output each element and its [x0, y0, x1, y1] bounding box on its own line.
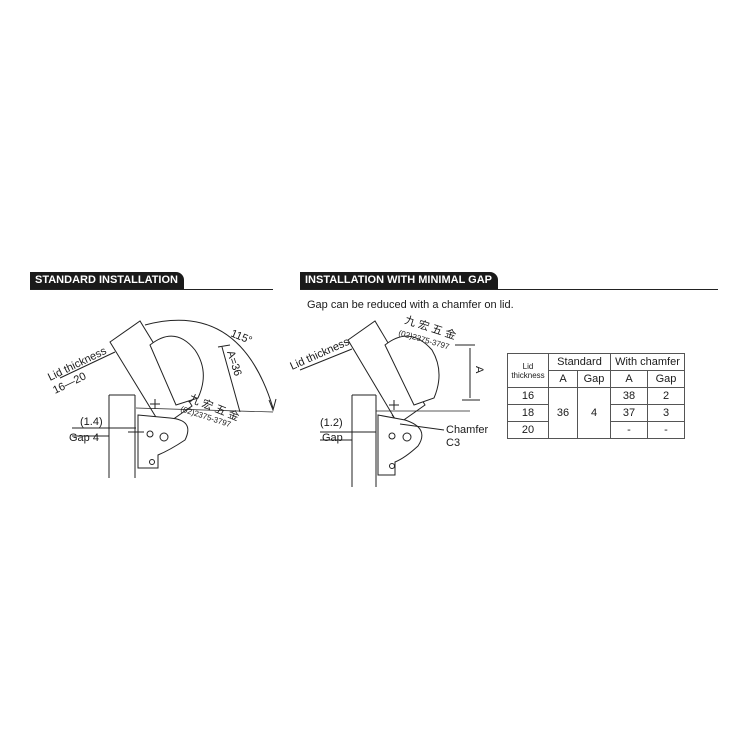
minimal-chamfer-label: Chamfer	[446, 424, 489, 436]
cell-standard-gap: 4	[577, 387, 611, 439]
standard-lid	[109, 320, 193, 428]
table-subheader-row: A Gap A Gap	[508, 370, 685, 388]
header-with-chamfer: With chamfer	[610, 353, 685, 371]
table-row: 16 36 4 38 2	[507, 387, 685, 439]
standard-offset-label: (1.4)	[80, 416, 103, 428]
cell-chamfer-gap: 3	[647, 404, 685, 422]
standard-screw-hole-2	[159, 432, 169, 442]
standard-drawing	[59, 319, 277, 478]
minimal-screw-hole-3	[389, 463, 395, 469]
cell-chamfer-a: 37	[610, 404, 648, 422]
standard-title: STANDARD INSTALLATION	[30, 272, 184, 289]
table-header-row: Lid thickness Standard With chamfer	[507, 353, 685, 388]
minimal-cabinet-wall	[351, 394, 377, 487]
minimal-hinge-cup	[384, 335, 440, 406]
minimal-hinge-bracket	[377, 414, 423, 476]
spec-table: Lid thickness Standard With chamfer A Ga…	[507, 353, 685, 439]
minimal-a-dimension	[455, 344, 480, 401]
standard-angle-label: 115°	[229, 328, 254, 347]
cell-standard-a: 36	[548, 387, 578, 439]
minimal-a-label: A	[473, 366, 485, 374]
minimal-chamfer-leader	[399, 423, 445, 431]
cell-chamfer-gap: -	[647, 421, 685, 439]
standard-a-dimension	[217, 344, 241, 413]
standard-center-mark	[150, 399, 160, 409]
cell-chamfer-a: 38	[610, 387, 648, 405]
header-lid-thickness: Lid thickness	[507, 353, 549, 388]
minimal-lid	[347, 320, 426, 425]
minimal-lid-thickness-label: Lid thickness	[288, 336, 351, 373]
minimal-center-mark	[389, 400, 399, 410]
standard-angle-arc	[144, 319, 274, 409]
minimal-note: Gap can be reduced with a chamfer on lid…	[307, 299, 514, 311]
table-row: 20 - -	[507, 421, 685, 439]
standard-arc-arrow	[268, 398, 277, 412]
standard-screw-hole-1	[146, 430, 154, 438]
minimal-screw-hole-1	[388, 432, 396, 440]
cell-chamfer-gap: 2	[647, 387, 685, 405]
minimal-lid-leader	[299, 348, 353, 371]
subheader-standard-a: A	[548, 370, 578, 388]
minimal-header: INSTALLATION WITH MINIMAL GAP	[300, 272, 718, 290]
subheader-standard-gap: Gap	[577, 370, 611, 388]
standard-header: STANDARD INSTALLATION	[30, 272, 273, 290]
standard-gap-dim	[72, 427, 144, 437]
standard-reference-line	[135, 407, 274, 413]
minimal-drawing	[299, 320, 480, 487]
standard-hinge-cup	[149, 335, 204, 406]
standard-gap-label: Gap 4	[69, 432, 99, 444]
subheader-chamfer-gap: Gap	[647, 370, 685, 388]
cell-chamfer-a: -	[610, 421, 648, 439]
minimal-gap-dim	[320, 431, 376, 441]
minimal-title: INSTALLATION WITH MINIMAL GAP	[300, 272, 498, 289]
header-standard: Standard	[548, 353, 611, 371]
minimal-offset-label: (1.2)	[320, 417, 343, 429]
standard-lid-leader	[59, 351, 116, 379]
cell-lid: 18	[507, 404, 549, 422]
minimal-gap-label: Gap	[322, 432, 343, 444]
standard-cabinet-wall	[108, 394, 136, 478]
cell-lid: 20	[507, 421, 549, 439]
minimal-screw-hole-2	[402, 432, 412, 442]
minimal-chamfer-size: C3	[446, 437, 460, 449]
standard-hinge-bracket	[137, 414, 189, 469]
subheader-chamfer-a: A	[610, 370, 648, 388]
standard-screw-hole-3	[149, 459, 155, 465]
cell-lid: 16	[507, 387, 549, 405]
